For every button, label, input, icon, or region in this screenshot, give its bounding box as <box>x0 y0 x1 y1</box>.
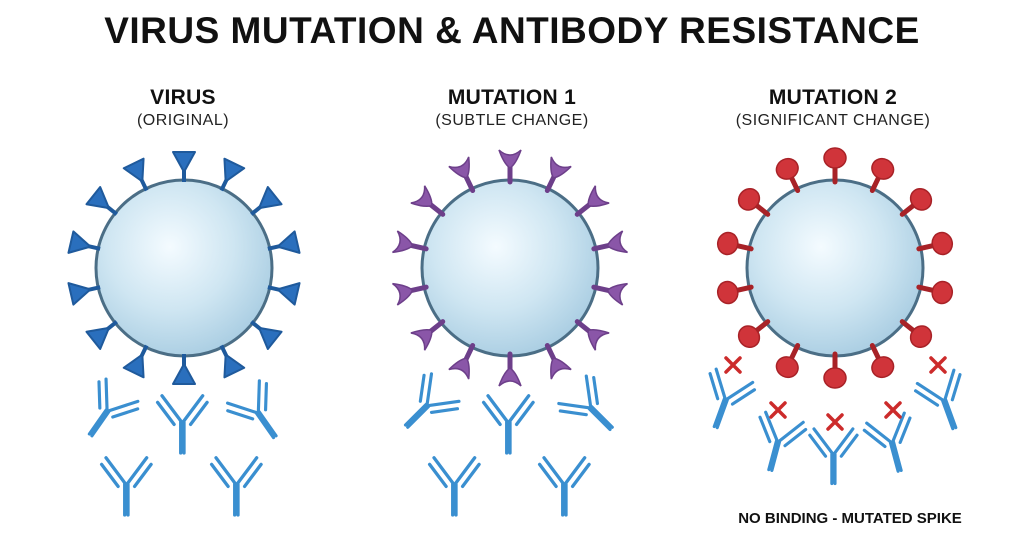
antibody <box>691 366 759 437</box>
antibody <box>554 371 630 447</box>
diagram-title: VIRUS MUTATION & ANTIBODY RESISTANCE <box>104 10 920 51</box>
antibodies-mutation-1 <box>388 369 630 517</box>
antibody <box>222 376 296 452</box>
panel-subtitle: (ORIGINAL) <box>136 112 230 129</box>
spike <box>499 150 521 182</box>
spike <box>499 354 521 386</box>
panel-heading-original: VIRUS (ORIGINAL) <box>33 86 333 130</box>
antibodies-original <box>69 375 296 517</box>
antibody <box>861 410 925 479</box>
panel-subtitle: (SIGNIFICANT CHANGE) <box>735 112 931 129</box>
antibody <box>155 394 209 455</box>
antibody <box>99 456 153 517</box>
panel-heading-mutation-1: MUTATION 1 (SUBTLE CHANGE) <box>362 86 662 130</box>
spike <box>171 352 197 386</box>
panel-title: MUTATION 2 <box>768 86 898 109</box>
panel-title: VIRUS <box>150 86 216 109</box>
antibody <box>209 456 263 517</box>
antibody <box>69 375 143 451</box>
antibody <box>388 369 464 445</box>
virus-mutation-2 <box>716 148 955 388</box>
spike <box>824 354 846 388</box>
spike <box>171 150 197 184</box>
no-binding-x-icon <box>826 413 844 431</box>
no-binding-x-icon <box>724 356 742 374</box>
virus-mutation-1 <box>393 150 628 386</box>
antibody <box>808 427 859 486</box>
virus-original <box>66 150 302 386</box>
antibody <box>481 394 535 455</box>
panel-subtitle: (SUBTLE CHANGE) <box>435 112 589 129</box>
panel-title: MUTATION 1 <box>447 86 577 109</box>
antibody <box>427 456 481 517</box>
no-binding-x-icon <box>929 356 947 374</box>
antibody <box>745 409 809 478</box>
no-binding-x-icon <box>769 401 787 419</box>
spike <box>824 148 846 182</box>
no-binding-caption: NO BINDING - MUTATED SPIKE <box>738 510 962 527</box>
antibody <box>911 367 979 438</box>
no-binding-x-icon <box>884 401 902 419</box>
panel-heading-mutation-2: MUTATION 2 (SIGNIFICANT CHANGE) <box>683 86 983 130</box>
antibody <box>537 456 591 517</box>
